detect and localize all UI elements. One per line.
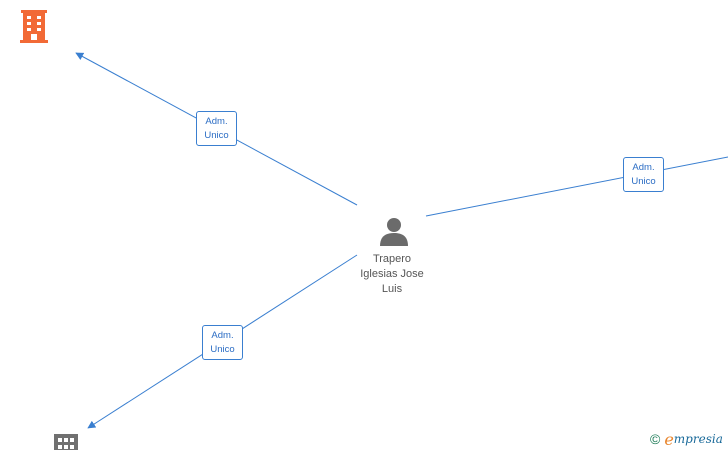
edge-label-bottom-left: Adm. Unico [202, 325, 243, 360]
copyright-symbol: © [650, 431, 661, 447]
company-node-bottom-left[interactable] [54, 434, 78, 450]
person-name-line-1: Trapero [372, 253, 412, 265]
edge-label-line-1: Adm. [211, 330, 234, 341]
empresia-logo: © e mpresia [650, 429, 723, 449]
edge-label-line-1: Adm. [632, 162, 655, 173]
edge-label-line-2: Unico [631, 176, 656, 187]
building-icon [20, 10, 48, 43]
person-icon [380, 218, 408, 246]
person-name-line-3: Luis [381, 283, 403, 295]
logo-initial: e [664, 429, 674, 449]
logo-text: mpresia [673, 432, 723, 446]
edge-label-right: Adm. Unico [623, 157, 664, 192]
edge-line-right [425, 156, 728, 217]
edge-label-top-left: Adm. Unico [196, 111, 237, 146]
company-node-top-left[interactable] [18, 10, 50, 49]
person-name-label[interactable]: Trapero Iglesias Jose Luis [347, 252, 437, 297]
person-node[interactable] [378, 217, 410, 252]
edge-label-line-1: Adm. [205, 116, 228, 127]
person-name-line-2: Iglesias Jose [360, 268, 424, 280]
edge-label-line-2: Unico [204, 130, 229, 141]
edge-label-line-2: Unico [210, 344, 235, 355]
building-icon [54, 434, 78, 450]
